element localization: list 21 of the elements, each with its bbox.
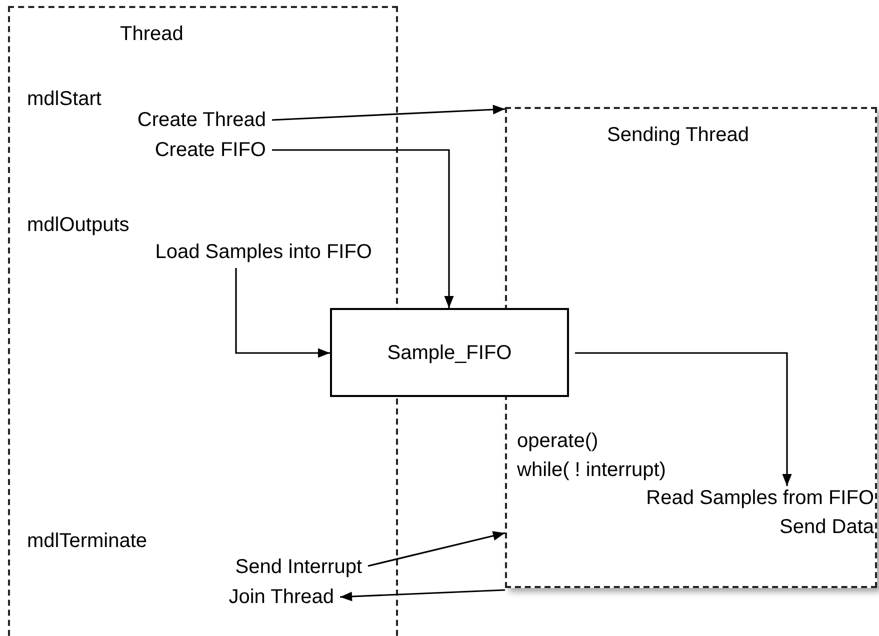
code-label: Send Data <box>779 515 874 539</box>
code-label: operate() <box>517 429 598 453</box>
fifo-box: Sample_FIFO <box>330 308 569 397</box>
code-label: mdlTerminate <box>27 529 148 553</box>
code-label: mdlStart <box>27 87 102 111</box>
step-text: Create FIFO <box>110 138 266 162</box>
arrow <box>575 352 792 486</box>
step-text: Load Samples into FIFO <box>88 240 372 264</box>
arrow <box>368 531 506 567</box>
arrow <box>272 149 454 308</box>
step-text: Send Interrupt <box>200 555 362 579</box>
region-title: Thread <box>120 22 184 46</box>
code-label: while( ! interrupt) <box>517 458 666 482</box>
step-text: Join Thread <box>226 585 334 609</box>
region-title: Sending Thread <box>607 123 749 147</box>
step-text: Read Samples from FIFO <box>578 486 874 510</box>
step-text: Create Thread <box>90 108 266 132</box>
arrow <box>235 268 330 358</box>
code-label: mdlOutputs <box>27 213 130 237</box>
arrow <box>272 104 506 121</box>
arrow <box>340 589 506 602</box>
